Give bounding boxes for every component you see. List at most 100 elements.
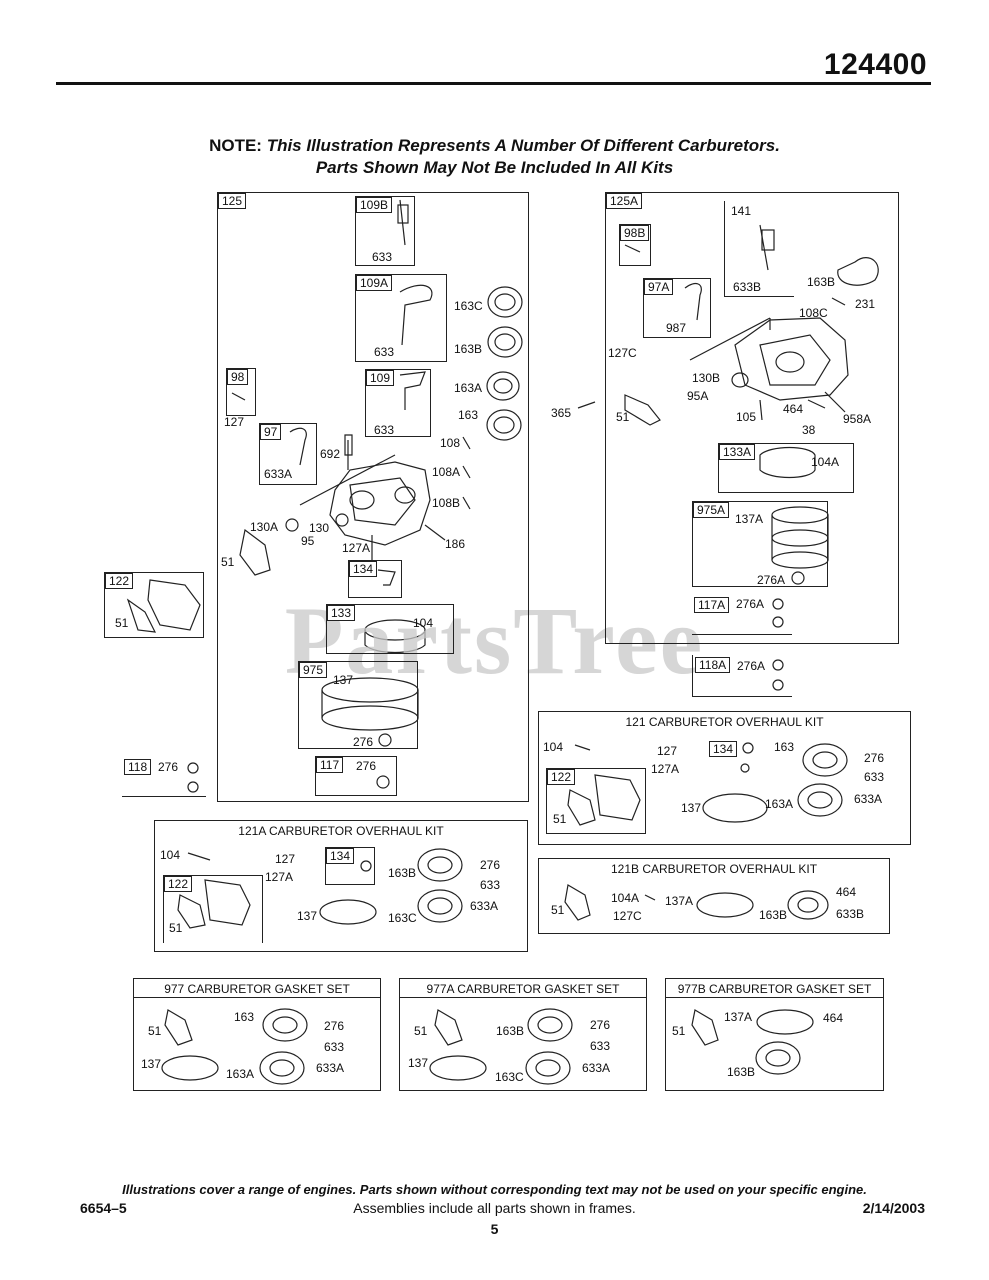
kit-977a-633: 633 (590, 1039, 611, 1053)
label-958a: 958A (843, 412, 872, 426)
box-118-tag: 118 (124, 759, 152, 775)
kit-121-633a: 633A (854, 792, 883, 806)
box-109: 109 633 (365, 369, 431, 437)
box-141: 141 633B (724, 201, 794, 297)
kit-121-163a: 163A (765, 797, 794, 811)
box-109a-tag: 109A (356, 275, 393, 291)
note-line-2: Parts Shown May Not Be Included In All K… (0, 158, 989, 178)
box-117a: 117A 276A (692, 595, 792, 635)
kit-977-633: 633 (324, 1040, 345, 1054)
kit-977a-137: 137 (408, 1056, 429, 1070)
kit-121a-box-122: 122 51 (163, 875, 263, 943)
label-105: 105 (736, 410, 757, 424)
kit-121: 121 CARBURETOR OVERHAUL KIT 104 127 127A… (538, 711, 911, 845)
label-130b: 130B (692, 371, 721, 385)
label-108a: 108A (432, 465, 461, 479)
page-number: 5 (490, 1221, 499, 1237)
kit-977b: 977B CARBURETOR GASKET SET 51 137A 464 1… (665, 978, 884, 1091)
kit-121a-box-134: 134 (325, 847, 375, 885)
box-98b: 98B (619, 224, 651, 266)
kit-121a-127a: 127A (265, 870, 294, 884)
box-97a-tag: 97A (644, 279, 674, 295)
kit-977-137: 137 (141, 1057, 162, 1071)
note-text-2: Parts Shown May Not Be Included In All K… (315, 158, 674, 177)
label-163c: 163C (454, 299, 483, 313)
note-text-1: This Illustration Represents A Number Of… (266, 136, 780, 155)
kit-977a-163b: 163B (496, 1024, 525, 1038)
label-130a: 130A (250, 520, 279, 534)
box-975a: 975A 137A 276A (692, 501, 828, 587)
box-134: 134 (348, 560, 402, 598)
kit-121a-633: 633 (480, 878, 501, 892)
kit-121a-163c: 163C (388, 911, 417, 925)
header-rule (56, 82, 931, 85)
box-109a-part: 633 (374, 345, 395, 359)
label-108c: 108C (799, 306, 828, 320)
box-133a: 133A 104A (718, 443, 854, 493)
kit-977a-drawing (429, 1008, 573, 1085)
box-97-part: 633A (264, 467, 293, 481)
box-141-tag: 141 (731, 204, 752, 218)
kit-121-box-134: 134 (709, 741, 738, 757)
box-109b-tag: 109B (356, 197, 393, 213)
box-133-part: 104 (413, 616, 434, 630)
kit-121b-163b: 163B (759, 908, 788, 922)
left-small-parts-drawing (126, 199, 433, 793)
frame-125a: 125A (605, 192, 899, 644)
box-133: 133 104 (326, 604, 454, 654)
kit-121b-drawing (564, 884, 829, 921)
box-134-tag: 134 (349, 561, 378, 577)
label-130: 130 (309, 521, 330, 535)
kit-121b: 121B CARBURETOR OVERHAUL KIT 51 104A 127… (538, 858, 890, 934)
box-133a-part: 104A (811, 455, 840, 469)
kit-977-163a: 163A (226, 1067, 255, 1081)
kit-121b-633b: 633B (836, 907, 865, 921)
kit-977b-163b: 163B (727, 1065, 756, 1079)
kit-977b-464: 464 (823, 1011, 844, 1025)
kit-977-rule (134, 997, 380, 998)
box-118-part: 276 (158, 760, 179, 774)
kit-121a-box-122-tag: 122 (164, 876, 193, 892)
label-51-left: 51 (221, 555, 235, 569)
kit-977a-276: 276 (590, 1018, 611, 1032)
kit-121b-51: 51 (551, 903, 565, 917)
box-122-part: 51 (115, 616, 129, 630)
kit-121a-104: 104 (160, 848, 181, 862)
box-975a-tag: 975A (693, 502, 730, 518)
kit-977-276: 276 (324, 1019, 345, 1033)
label-186: 186 (445, 537, 466, 551)
kit-977b-drawing (691, 1009, 814, 1075)
kit-977-title: 977 CARBURETOR GASKET SET (164, 982, 350, 996)
box-118a: 118A 276A (692, 655, 792, 697)
box-117a-tag: 117A (694, 597, 730, 613)
box-109b-part: 633 (372, 250, 393, 264)
kit-977a-633a: 633A (582, 1061, 611, 1075)
frame-125: 125 (217, 192, 529, 802)
label-365: 365 (551, 406, 572, 420)
box-97: 97 633A (259, 423, 317, 485)
box-117-part: 276 (356, 759, 377, 773)
kit-121-drawing (567, 742, 848, 826)
box-97a-part: 987 (666, 321, 687, 335)
kit-121-title: 121 CARBURETOR OVERHAUL KIT (625, 715, 824, 729)
kit-121-127a: 127A (651, 762, 680, 776)
label-163b-right: 163B (807, 275, 836, 289)
box-117: 117 276 (315, 756, 397, 796)
kit-121b-464: 464 (836, 885, 857, 899)
label-692: 692 (320, 447, 341, 461)
kit-977a-51: 51 (414, 1024, 428, 1038)
kit-121a-box-134-tag: 134 (326, 848, 355, 864)
kit-977a-title: 977A CARBURETOR GASKET SET (426, 982, 620, 996)
kit-121a-51: 51 (169, 921, 183, 935)
label-95a: 95A (687, 389, 709, 403)
kit-977a-rule (400, 997, 646, 998)
label-163: 163 (458, 408, 479, 422)
kit-977b-137a: 137A (724, 1010, 753, 1024)
box-117-tag: 117 (316, 757, 344, 773)
part-number: 124400 (823, 48, 927, 81)
box-109-part: 633 (374, 423, 395, 437)
box-975a-part-2: 276A (757, 573, 786, 587)
kit-121a-137: 137 (297, 909, 318, 923)
left-carburetor-drawing (299, 434, 446, 560)
